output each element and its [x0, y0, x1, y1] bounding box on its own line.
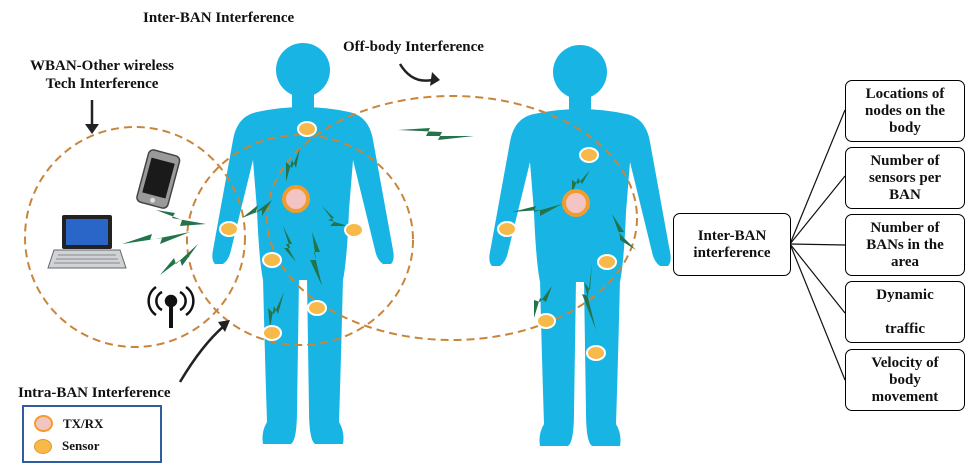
- sensor: [220, 222, 238, 236]
- txrx-node: [564, 191, 588, 215]
- laptop-icon: [48, 215, 126, 268]
- factor-node-locations: Locations of nodes on the body: [845, 80, 965, 142]
- legend-item-sensor: Sensor: [34, 438, 100, 454]
- sensor: [537, 314, 555, 328]
- factor-node-sensors-per-ban: Number of sensors per BAN: [845, 147, 965, 209]
- smartphone-icon: [136, 149, 181, 209]
- txrx-legend-icon: [34, 415, 53, 432]
- off-body-interference-label: Off-body Interference: [343, 38, 484, 56]
- sensor: [298, 122, 316, 136]
- legend: TX/RX Sensor: [22, 405, 162, 463]
- factor-node-dynamic-traffic: Dynamic traffic: [845, 281, 965, 343]
- sensor: [345, 223, 363, 237]
- sensor: [498, 222, 516, 236]
- wban-other-tech-label: WBAN-Other wireless Tech Interference: [30, 57, 174, 93]
- antenna-icon: [149, 287, 194, 328]
- wban-other-tech-circle: [25, 127, 245, 347]
- sensor: [263, 253, 281, 267]
- legend-item-txrx: TX/RX: [34, 415, 103, 432]
- sensor-legend-icon: [34, 439, 52, 454]
- sensor: [580, 148, 598, 162]
- sensor: [263, 326, 281, 340]
- sensor: [308, 301, 326, 315]
- sensor: [587, 346, 605, 360]
- legend-label-sensor: Sensor: [62, 438, 100, 454]
- human-body-left: [212, 43, 393, 444]
- factor-node-velocity: Velocity of body movement: [845, 349, 965, 411]
- inter-ban-root-box: Inter-BAN interference: [673, 213, 791, 276]
- intra-ban-interference-label: Intra-BAN Interference: [18, 384, 171, 402]
- factor-node-bans-in-area: Number of BANs in the area: [845, 214, 965, 276]
- inter-ban-interference-label: Inter-BAN Interference: [143, 9, 294, 27]
- sensor: [598, 255, 616, 269]
- human-body-right: [489, 45, 670, 446]
- txrx-node: [284, 187, 308, 211]
- legend-label-txrx: TX/RX: [63, 416, 103, 432]
- off-body-arrow: [400, 64, 432, 81]
- tree-connectors: [790, 110, 845, 380]
